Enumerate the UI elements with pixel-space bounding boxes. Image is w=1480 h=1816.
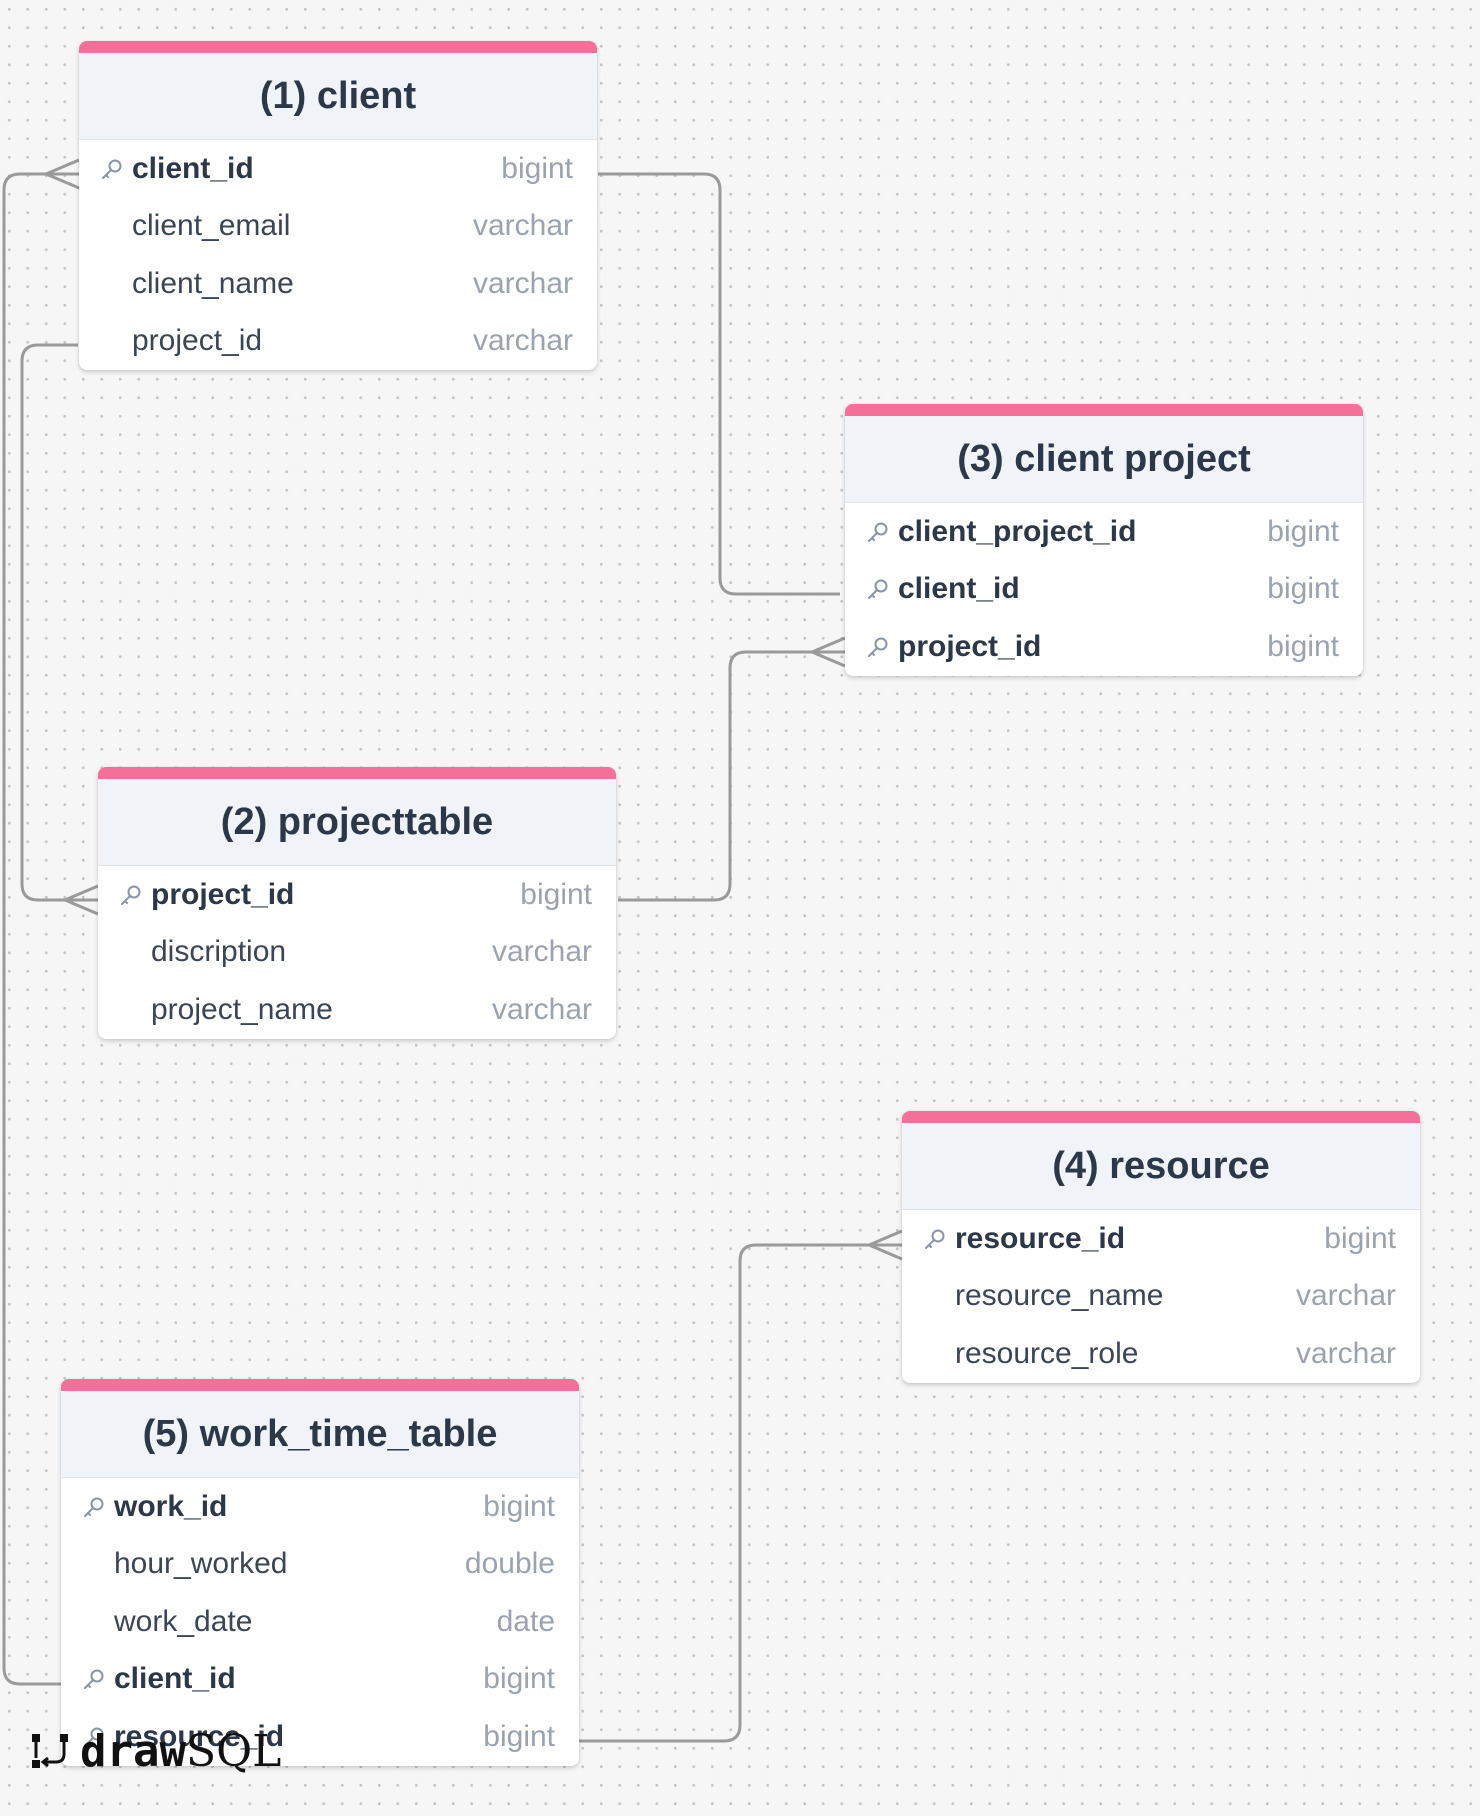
key-icon — [84, 1497, 104, 1517]
drawsql-logo[interactable]: draw SQL — [30, 1725, 282, 1777]
field-type: bigint — [1267, 514, 1339, 548]
field-name: work_date — [114, 1604, 253, 1638]
field-type: bigint — [1267, 629, 1339, 663]
field-type: bigint — [1324, 1221, 1396, 1255]
field-name: client_project_id — [898, 514, 1137, 548]
drawsql-logo-icon — [32, 1734, 68, 1768]
field-row[interactable]: resource_name varchar — [902, 1268, 1420, 1326]
crowfoot-clientproject-project-id — [811, 636, 846, 668]
field-name: discription — [151, 935, 287, 969]
table-color-bar — [79, 41, 597, 53]
table-resource[interactable]: (4) resource resource_id bigint resource… — [902, 1111, 1420, 1383]
key-icon — [925, 1229, 945, 1249]
table-title[interactable]: (5) work_time_table — [61, 1391, 579, 1478]
field-type: bigint — [483, 1719, 555, 1753]
crowfoot-client-client-id — [45, 158, 80, 190]
field-type: varchar — [472, 324, 573, 358]
table-client[interactable]: (1) client client_id bigint client_email… — [79, 41, 597, 370]
table-work-time-table[interactable]: (5) work_time_table work_id bigint hour_… — [61, 1379, 579, 1766]
field-type: varchar — [472, 209, 573, 243]
field-row[interactable]: client_id bigint — [61, 1651, 579, 1709]
field-row[interactable]: work_id bigint — [61, 1478, 579, 1536]
field-type: varchar — [1295, 1336, 1396, 1370]
logo-text-draw: draw — [80, 1725, 186, 1777]
field-row[interactable]: project_id bigint — [98, 866, 616, 924]
field-type: double — [464, 1547, 555, 1581]
relation-line-client-projecttable[interactable] — [20, 343, 98, 902]
field-name: work_id — [114, 1489, 228, 1523]
field-row[interactable]: resource_role varchar — [902, 1325, 1420, 1383]
field-type: date — [496, 1604, 555, 1638]
relation-line-clientproject-client[interactable] — [598, 172, 840, 596]
field-name: resource_id — [955, 1221, 1126, 1255]
field-name: resource_name — [955, 1279, 1164, 1313]
field-name: resource_id — [114, 1719, 285, 1753]
table-color-bar — [845, 404, 1363, 416]
logo-text-sql: SQL — [185, 1725, 282, 1777]
field-type: varchar — [491, 935, 592, 969]
key-icon — [868, 522, 888, 542]
table-title[interactable]: (3) client project — [845, 416, 1363, 503]
table-client-project[interactable]: (3) client project client_project_id big… — [845, 404, 1363, 676]
table-title[interactable]: (4) resource — [902, 1123, 1420, 1210]
key-icon — [102, 159, 122, 179]
field-row[interactable]: discription varchar — [98, 924, 616, 982]
field-row[interactable]: project_id varchar — [79, 313, 597, 371]
field-name: project_name — [151, 992, 333, 1026]
crowfoot-resource-resource-id — [868, 1229, 903, 1261]
field-row[interactable]: client_name varchar — [79, 255, 597, 313]
field-type: varchar — [472, 266, 573, 300]
field-type: bigint — [501, 151, 573, 185]
field-row[interactable]: resource_id bigint — [902, 1210, 1420, 1268]
field-type: varchar — [1295, 1279, 1396, 1313]
field-row[interactable]: client_id bigint — [845, 561, 1363, 619]
field-row[interactable]: work_date date — [61, 1593, 579, 1651]
field-row[interactable]: client_project_id bigint — [845, 503, 1363, 561]
field-name: project_id — [151, 877, 295, 911]
field-name: resource_role — [955, 1336, 1139, 1370]
field-row[interactable]: resource_id bigint — [61, 1708, 579, 1766]
key-icon — [84, 1669, 104, 1690]
field-type: bigint — [520, 877, 592, 911]
field-name: hour_worked — [114, 1547, 288, 1581]
key-icon — [121, 885, 141, 905]
crowfoot-projecttable-project-id — [64, 884, 99, 916]
field-name: client_name — [132, 266, 294, 300]
relation-line-projecttable-clientproject[interactable] — [618, 650, 845, 902]
table-color-bar — [61, 1379, 579, 1391]
key-icon — [84, 1727, 104, 1747]
field-row[interactable]: hour_worked double — [61, 1536, 579, 1594]
table-color-bar — [902, 1111, 1420, 1123]
field-row[interactable]: client_id bigint — [79, 140, 597, 198]
field-type: varchar — [491, 992, 592, 1026]
field-row[interactable]: project_id bigint — [845, 618, 1363, 676]
key-icon — [868, 637, 888, 657]
table-title[interactable]: (2) projecttable — [98, 779, 616, 866]
field-type: bigint — [483, 1489, 555, 1523]
field-name: client_id — [898, 572, 1020, 606]
relation-line-worktime-resource[interactable] — [578, 1243, 902, 1743]
field-type: bigint — [483, 1662, 555, 1696]
field-type: bigint — [1267, 572, 1339, 606]
field-row[interactable]: project_name varchar — [98, 981, 616, 1039]
field-name: project_id — [132, 324, 263, 358]
table-color-bar — [98, 767, 616, 779]
key-icon — [868, 579, 888, 600]
field-name: client_email — [132, 209, 291, 243]
field-name: client_id — [132, 151, 254, 185]
field-name: client_id — [114, 1662, 236, 1696]
field-row[interactable]: client_email varchar — [79, 198, 597, 256]
table-title[interactable]: (1) client — [79, 53, 597, 140]
table-projecttable[interactable]: (2) projecttable project_id bigint discr… — [98, 767, 616, 1039]
field-name: project_id — [898, 629, 1042, 663]
